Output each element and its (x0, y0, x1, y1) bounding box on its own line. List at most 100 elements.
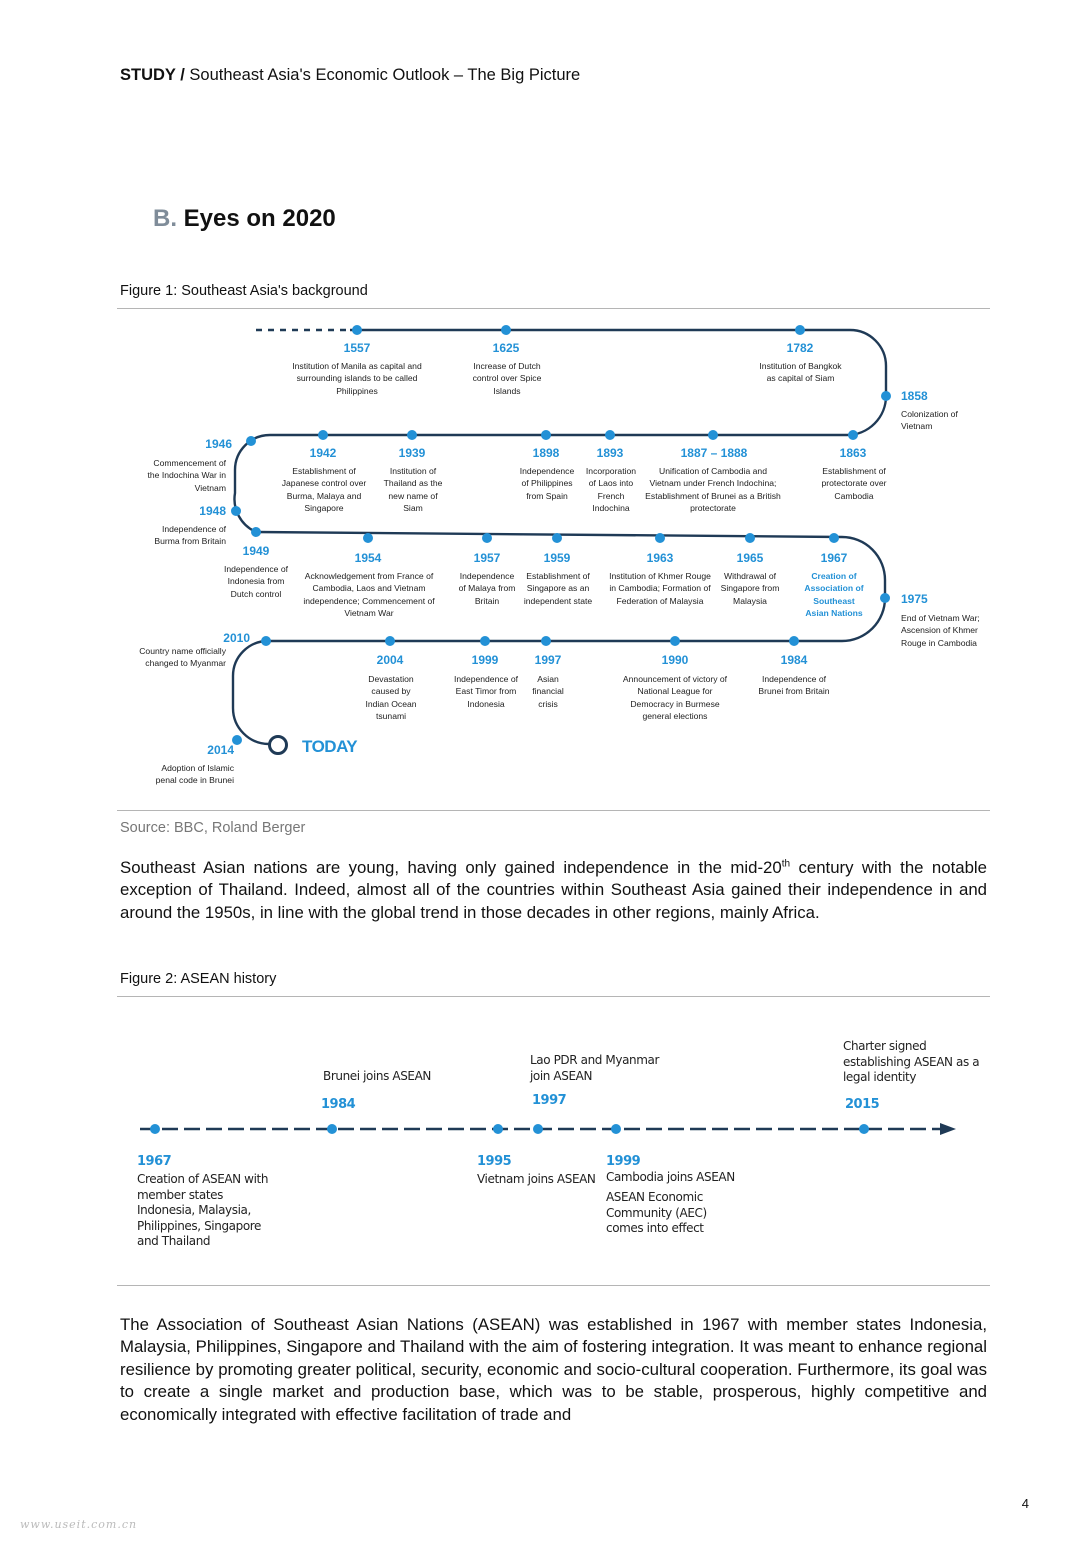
event-desc-1963: Institution of Khmer Rouge in Cambodia; … (609, 571, 711, 606)
paragraph1-text-a: Southeast Asian nations are young, havin… (120, 858, 782, 877)
timeline-row1 (350, 328, 888, 437)
event-year-2010: 2010 (223, 631, 250, 645)
asean-year-2015: 2015 (845, 1097, 880, 1112)
dot-1893 (605, 430, 615, 440)
dot-1898 (541, 430, 551, 440)
dot-1999 (480, 636, 490, 646)
timeline-row3 (255, 530, 887, 643)
event-desc-1782: Institution of Bangkok as capital of Sia… (759, 361, 842, 384)
dot-1984 (789, 636, 799, 646)
event-desc-1975: End of Vietnam War; Ascension of Khmer R… (901, 613, 980, 648)
dot-1625 (501, 325, 511, 335)
event-year-1898: 1898 (532, 446, 560, 460)
event-year-1939: 1939 (398, 446, 426, 460)
event-year-1557: 1557 (343, 341, 371, 355)
paragraph1-superscript: th (781, 858, 791, 870)
asean-desc-1999-cambodia: Cambodia joins ASEAN (606, 1170, 735, 1184)
figure1-bottom-rule (117, 810, 990, 811)
event-desc-1887-1888: Unification of Cambodia and Vietnam unde… (645, 466, 781, 514)
event-desc-2010: Country name officially changed to Myanm… (139, 646, 226, 669)
event-year-2004: 2004 (376, 653, 404, 667)
paragraph-independence: Southeast Asian nations are young, havin… (120, 857, 987, 924)
event-desc-1957: Independence of Malaya from Britain (458, 571, 516, 606)
event-desc-1959: Establishment of Singapore as an indepen… (523, 571, 593, 606)
event-desc-1863: Establishment of protectorate over Cambo… (821, 466, 887, 501)
event-year-1997: 1997 (534, 653, 562, 667)
figure1-caption: Figure 1: Southeast Asia's background (120, 283, 368, 299)
event-desc-2014: Adoption of Islamic penal code in Brunei (155, 763, 234, 786)
event-year-1984: 1984 (780, 653, 808, 667)
event-desc-1625: Increase of Dutch control over Spice Isl… (472, 361, 542, 396)
asean-dot-1967 (150, 1124, 160, 1134)
event-year-1990: 1990 (661, 653, 689, 667)
dot-2004 (385, 636, 395, 646)
dot-1863 (848, 430, 858, 440)
figure1-source: Source: BBC, Roland Berger (120, 820, 306, 836)
dot-1957 (482, 533, 492, 543)
event-desc-1967: Creation of Association of Southeast Asi… (804, 571, 864, 619)
event-year-1967: 1967 (820, 551, 848, 565)
event-year-1863: 1863 (839, 446, 867, 460)
event-year-1887-1888: 1887 – 1888 (680, 446, 748, 460)
header-study-label: STUDY / (120, 66, 185, 84)
figure2-bottom-rule (117, 1285, 990, 1286)
event-desc-1898: Independence of Philippines from Spain (519, 466, 575, 501)
event-year-1957: 1957 (473, 551, 501, 565)
section-title: B. Eyes on 2020 (153, 205, 336, 233)
dot-1997 (541, 636, 551, 646)
event-year-1782: 1782 (786, 341, 814, 355)
event-year-1948: 1948 (199, 504, 226, 518)
dot-1965 (745, 533, 755, 543)
asean-year-1997: 1997 (532, 1093, 567, 1108)
today-marker (268, 735, 288, 755)
section-heading: Eyes on 2020 (183, 205, 336, 232)
dot-1557 (352, 325, 362, 335)
running-header: STUDY / Southeast Asia's Economic Outloo… (120, 66, 580, 85)
event-desc-2004: Devastation caused by Indian Ocean tsuna… (365, 674, 417, 722)
event-desc-1984: Independence of Brunei from Britain (758, 674, 830, 697)
event-desc-1557: Institution of Manila as capital and sur… (292, 361, 422, 396)
event-desc-1893: Incorporation of Laos into French Indoch… (585, 466, 637, 514)
asean-year-1967: 1967 (137, 1154, 172, 1169)
section-letter: B. (153, 205, 177, 232)
event-year-1949: 1949 (242, 544, 270, 558)
asean-dot-1984 (327, 1124, 337, 1134)
event-year-1954: 1954 (354, 551, 382, 565)
event-year-1999: 1999 (471, 653, 499, 667)
event-desc-1999: Independence of East Timor from Indonesi… (453, 674, 519, 709)
paragraph-asean: The Association of Southeast Asian Natio… (120, 1315, 987, 1424)
asean-dot-1995 (493, 1124, 503, 1134)
event-year-1893: 1893 (596, 446, 624, 460)
asean-desc-1967: Creation of ASEAN with member states Ind… (137, 1172, 269, 1248)
asean-dot-1999 (611, 1124, 621, 1134)
event-year-1942: 1942 (309, 446, 337, 460)
dot-1939 (407, 430, 417, 440)
dot-1946 (246, 436, 256, 446)
timeline-row4 (231, 639, 842, 746)
dot-1959 (552, 533, 562, 543)
asean-desc-1984: Brunei joins ASEAN (323, 1069, 431, 1083)
asean-year-1999: 1999 (606, 1154, 641, 1169)
watermark: www.useit.com.cn (20, 1518, 138, 1531)
event-desc-1948: Independence of Burma from Britain (154, 524, 226, 547)
event-year-1963: 1963 (646, 551, 674, 565)
event-desc-1990: Announcement of victory of National Leag… (622, 674, 728, 722)
event-desc-1939: Institution of Thailand as the new name … (383, 466, 443, 514)
event-year-1975: 1975 (901, 592, 928, 606)
event-year-1946: 1946 (205, 437, 232, 451)
event-year-2014: 2014 (207, 743, 234, 757)
event-desc-1949: Independence of Indonesia from Dutch con… (223, 564, 289, 599)
dot-1858 (881, 391, 891, 401)
dot-1782 (795, 325, 805, 335)
paragraph1-text-b: century with the notable exception of Th… (120, 858, 987, 922)
event-desc-1997: Asian financial crisis (532, 674, 564, 709)
asean-year-1984: 1984 (321, 1097, 356, 1112)
dot-1942 (318, 430, 328, 440)
asean-desc-1995: Vietnam joins ASEAN (477, 1172, 596, 1186)
event-year-1959: 1959 (543, 551, 571, 565)
dot-1990 (670, 636, 680, 646)
header-title: Southeast Asia's Economic Outlook – The … (189, 66, 581, 84)
dot-1887 (708, 430, 718, 440)
